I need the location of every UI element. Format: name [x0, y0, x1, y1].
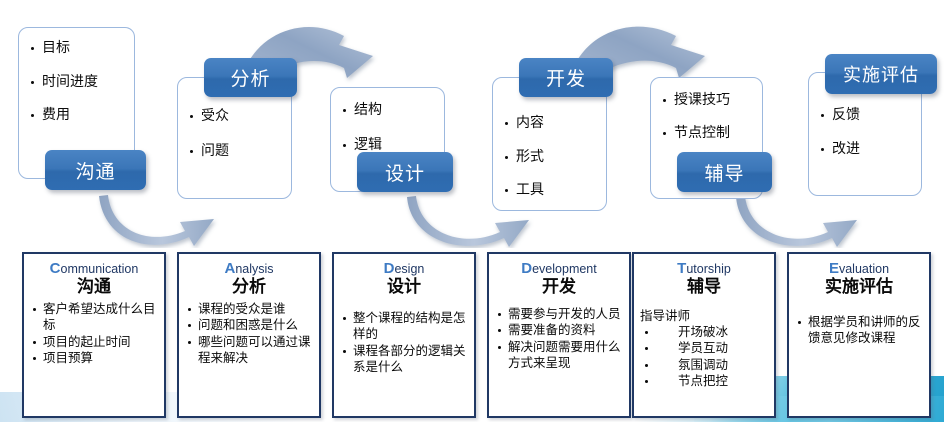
- detail-box-cn-title: 实施评估: [825, 277, 893, 297]
- arrow-1-down: [99, 195, 214, 246]
- cycle-item: 工具: [503, 182, 600, 197]
- detail-box-en-rest: evelopment: [532, 262, 597, 276]
- detail-box-en-rest: ommunication: [60, 262, 139, 276]
- detail-box-en-rest: valuation: [838, 262, 890, 276]
- list-item: 整个课程的结构是怎样的: [336, 310, 472, 343]
- list-item: 需要参与开发的人员: [491, 306, 627, 323]
- detail-box-tutorship[interactable]: Tutorship 辅导 指导讲师 开场破冰 学员互动 氛围调动 节点把控: [632, 252, 776, 418]
- detail-box-list: 客户希望达成什么目标 项目的起止时间 项目预算: [26, 301, 162, 367]
- cycle-item: 形式: [503, 148, 600, 164]
- detail-box-list: 课程的受众是谁 问题和困惑是什么 哪些问题可以通过课程来解决: [181, 301, 317, 367]
- list-item: 氛围调动: [636, 357, 772, 374]
- cycle-tag-development[interactable]: 开发: [519, 58, 613, 97]
- list-item: 需要准备的资料: [491, 322, 627, 339]
- cycle-item: 受众: [188, 108, 285, 123]
- detail-box-en-title: Communication: [26, 260, 162, 277]
- arrow-3-down: [407, 196, 529, 247]
- list-item: 客户希望达成什么目标: [26, 301, 162, 334]
- detail-box-en-title: Tutorship: [636, 260, 772, 277]
- cycle-item: 时间进度: [29, 73, 128, 89]
- list-item: 课程各部分的逻辑关系是什么: [336, 343, 472, 376]
- cycle-card-3-list: 结构 逻辑: [341, 102, 438, 151]
- arrow-5-down: [736, 196, 857, 247]
- detail-box-en-rest: nalysis: [235, 262, 274, 276]
- cycle-item: 改进: [819, 140, 915, 156]
- cycle-tag-evaluation[interactable]: 实施评估: [825, 54, 937, 94]
- cycle-item: 节点控制: [661, 124, 756, 140]
- cycle-card-4[interactable]: 内容 形式 工具: [492, 77, 607, 211]
- detail-box-cn-title: 开发: [542, 277, 576, 297]
- cycle-item: 结构: [341, 102, 438, 117]
- cycle-card-6-list: 反馈 改进: [819, 107, 915, 155]
- cycle-item: 反馈: [819, 107, 915, 122]
- list-item: 节点把控: [636, 373, 772, 390]
- detail-box-design[interactable]: Design 设计 整个课程的结构是怎样的 课程各部分的逻辑关系是什么: [332, 252, 476, 418]
- detail-box-en-rest: esign: [394, 262, 425, 276]
- list-item: 问题和困惑是什么: [181, 317, 317, 334]
- detail-box-communication[interactable]: Communication 沟通 客户希望达成什么目标 项目的起止时间 项目预算: [22, 252, 166, 418]
- cycle-card-2-list: 受众 问题: [188, 108, 285, 157]
- detail-box-initial: D: [383, 260, 395, 277]
- arrow-4-up: [568, 26, 705, 90]
- detail-box-initial: T: [677, 260, 687, 277]
- cycle-tag-communication[interactable]: 沟通: [45, 150, 146, 190]
- arrow-2-up: [240, 26, 373, 92]
- detail-box-row: Communication 沟通 客户希望达成什么目标 项目的起止时间 项目预算…: [0, 252, 944, 422]
- cycle-item: 授课技巧: [661, 92, 756, 107]
- detail-box-lead-text: 指导讲师: [640, 308, 691, 323]
- process-cycle-diagram: 目标 时间进度 费用 沟通 受众 问题 分析 结构 逻辑 设计 内容: [18, 26, 937, 247]
- detail-box-evaluation[interactable]: Evaluation 实施评估 根据学员和讲师的反馈意见修改课程: [787, 252, 931, 418]
- list-item: 解决问题需要用什么方式来呈现: [491, 339, 627, 372]
- cycle-item: 费用: [29, 107, 128, 122]
- detail-box-en-title: Evaluation: [791, 260, 927, 277]
- cycle-arrows: [99, 26, 857, 247]
- cycle-card-2[interactable]: 受众 问题: [177, 77, 292, 199]
- list-item: 学员互动: [636, 340, 772, 357]
- detail-box-initial: A: [224, 260, 236, 277]
- cycle-item: 目标: [29, 40, 128, 55]
- cycle-card-5-list: 授课技巧 节点控制: [661, 92, 756, 139]
- cycle-item: 内容: [503, 115, 600, 130]
- list-item: 项目的起止时间: [26, 334, 162, 351]
- detail-box-development[interactable]: Development 开发 需要参与开发的人员 需要准备的资料 解决问题需要用…: [487, 252, 631, 418]
- detail-box-en-title: Development: [491, 260, 627, 277]
- cycle-card-1-list: 目标 时间进度 费用: [29, 40, 128, 122]
- detail-box-list: 需要参与开发的人员 需要准备的资料 解决问题需要用什么方式来呈现: [491, 306, 627, 372]
- detail-box-initial: E: [828, 260, 839, 277]
- cycle-tag-design[interactable]: 设计: [357, 152, 453, 192]
- detail-box-cn-title: 辅导: [687, 277, 721, 297]
- list-item: 开场破冰: [636, 324, 772, 341]
- list-item: 哪些问题可以通过课程来解决: [181, 334, 317, 367]
- cycle-item: 问题: [188, 142, 285, 158]
- detail-box-list: 开场破冰 学员互动 氛围调动 节点把控: [636, 324, 772, 390]
- detail-box-list: 整个课程的结构是怎样的 课程各部分的逻辑关系是什么: [336, 310, 472, 376]
- detail-box-cn-title: 设计: [387, 277, 421, 297]
- detail-box-analysis[interactable]: Analysis 分析 课程的受众是谁 问题和困惑是什么 哪些问题可以通过课程来…: [177, 252, 321, 418]
- cycle-tag-analysis[interactable]: 分析: [204, 58, 297, 97]
- list-item: 根据学员和讲师的反馈意见修改课程: [791, 314, 927, 347]
- detail-box-en-title: Analysis: [181, 260, 317, 277]
- detail-box-cn-title: 分析: [232, 277, 266, 297]
- detail-box-initial: D: [521, 260, 533, 277]
- list-item: 课程的受众是谁: [181, 301, 317, 318]
- cycle-tag-tutorship[interactable]: 辅导: [677, 152, 772, 192]
- detail-box-list: 根据学员和讲师的反馈意见修改课程: [791, 314, 927, 347]
- detail-box-initial: C: [49, 260, 61, 277]
- list-item: 项目预算: [26, 350, 162, 367]
- detail-box-en-title: Design: [336, 260, 472, 277]
- detail-box-cn-title: 沟通: [77, 277, 111, 297]
- cycle-card-4-list: 内容 形式 工具: [503, 115, 600, 197]
- detail-box-en-rest: utorship: [686, 262, 731, 276]
- cycle-item: 逻辑: [341, 136, 438, 152]
